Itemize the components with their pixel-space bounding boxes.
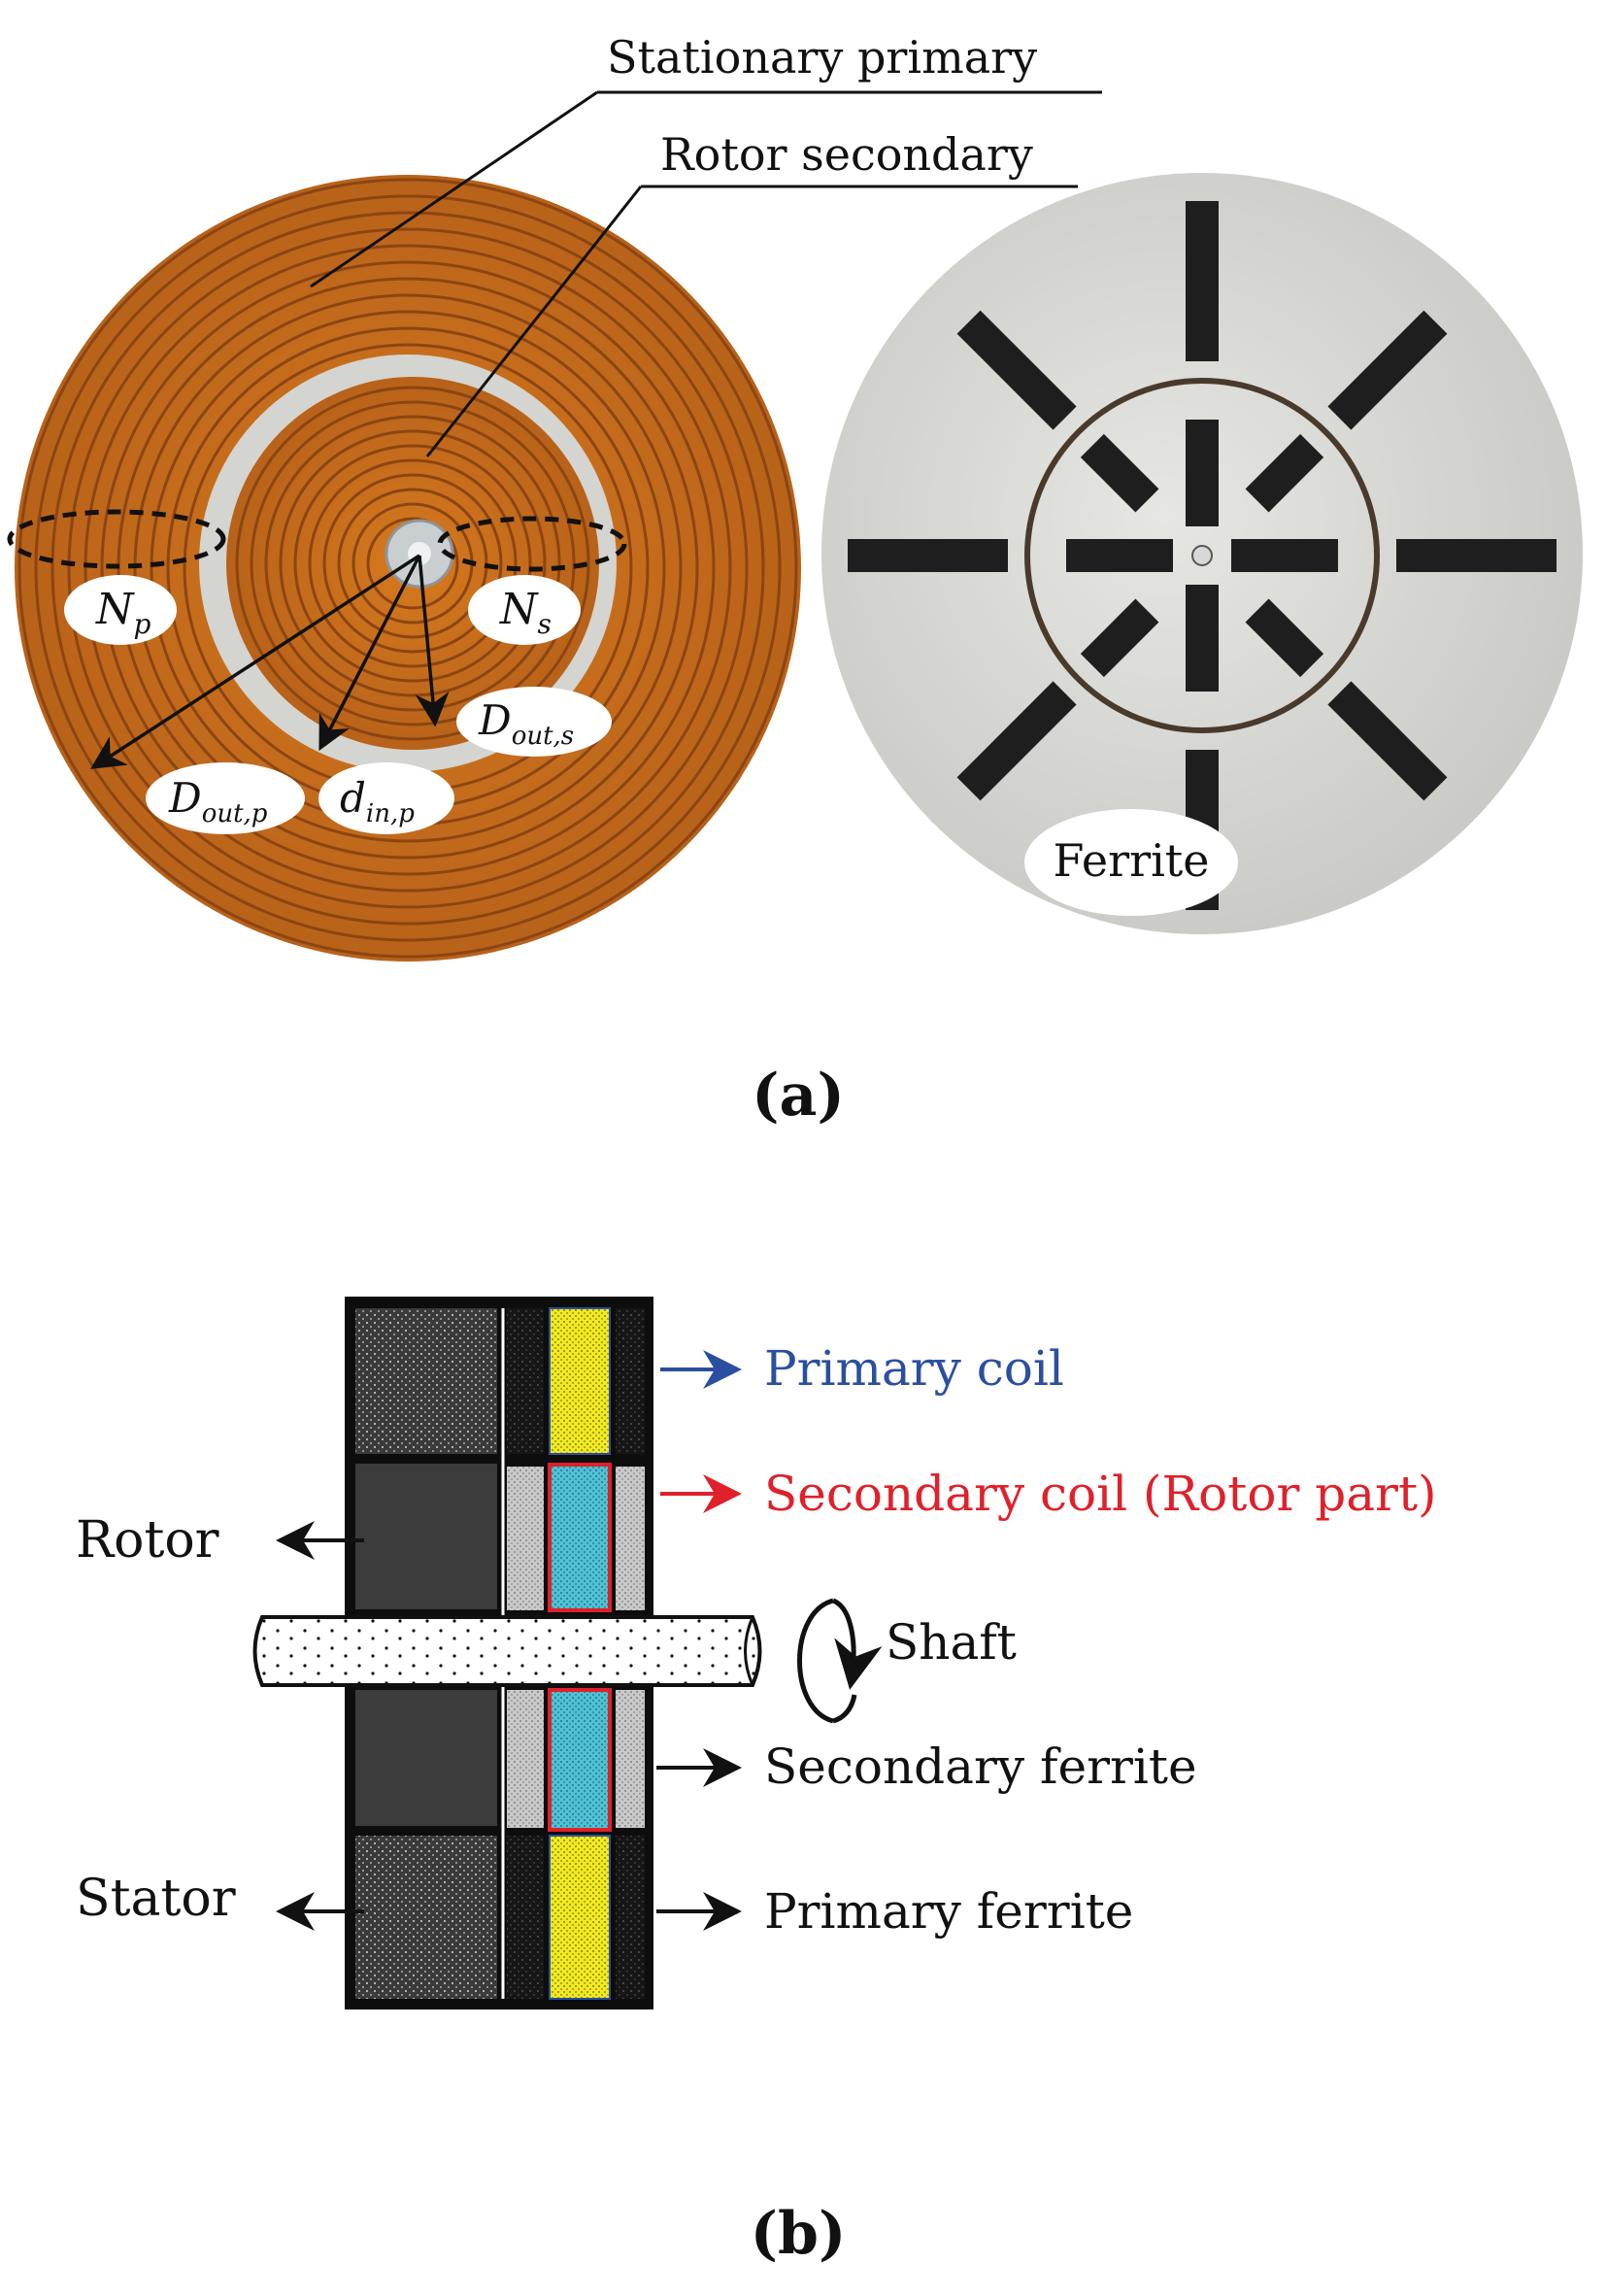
svg-text:Np: Np (95, 585, 151, 640)
ferrite-label-bubble (1024, 809, 1238, 916)
rotation-icon (797, 1598, 883, 1724)
ferrite-bar (1245, 433, 1324, 513)
ferrite-bar (1245, 598, 1324, 678)
svg-text:Dout,s: Dout,s (478, 696, 574, 751)
d-out-p-arrow (90, 554, 420, 769)
primary-ferrite-top-right (616, 1308, 645, 1454)
np-symbol: Np (64, 575, 177, 645)
ferrite-bars (848, 201, 1557, 910)
secondary-turn (308, 458, 518, 668)
rotor-secondary-label: Rotor secondary (660, 128, 1033, 181)
rotor-block-lower (355, 1690, 497, 1826)
stator-block-top (355, 1308, 497, 1454)
ferrite-bar (1080, 433, 1159, 513)
ferrite-bar (956, 681, 1077, 801)
ferrite-bar (1080, 598, 1159, 678)
secondary-turn (293, 444, 532, 683)
secondary-turn (366, 517, 459, 610)
secondary-turn (235, 386, 590, 741)
primary-ferrite-label: Primary ferrite (764, 1883, 1133, 1940)
np-turns-marker (7, 509, 226, 569)
d-in-p-arrow (318, 555, 421, 752)
rotor-label: Rotor (76, 1511, 219, 1570)
stationary-primary-leader (310, 90, 598, 288)
secondary-ferrite-lower-right (616, 1690, 645, 1828)
primary-ferrite-bottom-right (616, 1836, 645, 1999)
svg-text:Dout,p: Dout,p (168, 774, 268, 828)
panel-a-label: (a) (752, 1062, 845, 1130)
rotor-block-upper (355, 1464, 497, 1609)
ferrite-bar (956, 310, 1077, 430)
panel-a: Stationary primary Rotor secondary Np Ns… (7, 31, 1583, 1130)
secondary-coil-upper (548, 1463, 612, 1612)
secondary-coil-label: Secondary coil (Rotor part) (764, 1466, 1437, 1522)
panel-b-label: (b) (751, 2200, 847, 2268)
stationary-primary-label: Stationary primary (607, 31, 1037, 84)
secondary-turn (322, 473, 503, 654)
secondary-coil-turns (235, 386, 590, 741)
ns-symbol: Ns (468, 575, 581, 645)
primary-ferrite-bottom-left (507, 1836, 544, 1999)
primary-coil-top (549, 1307, 611, 1455)
svg-text:din,p: din,p (340, 774, 415, 828)
d-out-s-arrow (415, 555, 450, 727)
d-out-p-symbol: Dout,p (146, 762, 305, 834)
ferrite-label: Ferrite (1053, 834, 1209, 887)
primary-turn (17, 178, 798, 959)
panel-b: Primary coil Secondary coil (Rotor part)… (76, 1297, 1437, 2268)
secondary-turn (264, 415, 561, 712)
ns-turns-marker (437, 516, 627, 572)
shaft-label: Shaft (886, 1614, 1017, 1671)
primary-turn (84, 244, 732, 893)
stator-block-bottom (355, 1836, 497, 1999)
ferrite-bar (1327, 310, 1448, 430)
stator-label: Stator (76, 1870, 236, 1928)
secondary-turn (337, 488, 488, 639)
ferrite-ring (1024, 378, 1380, 733)
primary-coil-bottom (549, 1835, 611, 2000)
d-in-p-symbol: din,p (318, 762, 454, 834)
primary-turn (34, 194, 782, 942)
primary-ferrite-top-left (507, 1308, 544, 1454)
primary-coil-label: Primary coil (764, 1340, 1064, 1397)
plate-center-hole (1191, 545, 1213, 566)
secondary-ferrite-label: Secondary ferrite (764, 1739, 1197, 1795)
ferrite-photo: Ferrite (821, 173, 1583, 934)
coil-photo: Stationary primary Rotor secondary Np Ns… (7, 31, 1102, 962)
secondary-turn (250, 400, 576, 726)
secondary-ferrite-upper-left (507, 1467, 544, 1610)
primary-turn (100, 260, 716, 876)
secondary-turn (279, 429, 547, 697)
primary-turn (50, 211, 765, 926)
secondary-ferrite-upper-right (616, 1467, 645, 1610)
secondary-ferrite-lower-left (507, 1690, 544, 1828)
d-out-s-symbol: Dout,s (456, 687, 612, 757)
primary-turn (67, 227, 749, 909)
secondary-coil-lower (548, 1688, 612, 1832)
ferrite-bar (1327, 681, 1448, 801)
rotor-secondary-leader (425, 186, 643, 457)
svg-text:Ns: Ns (499, 585, 552, 640)
shaft (252, 1615, 762, 1687)
